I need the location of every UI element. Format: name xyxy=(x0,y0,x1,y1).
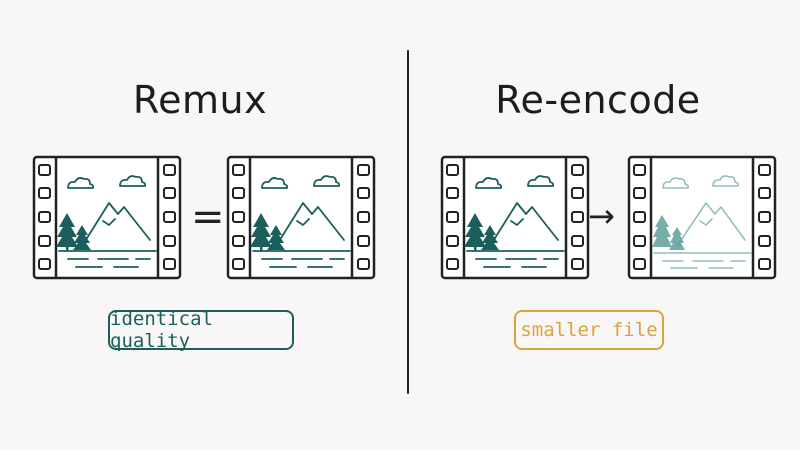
panel-divider xyxy=(407,50,409,394)
film-frame-icon xyxy=(440,155,590,280)
smaller-file-badge: smaller file xyxy=(514,310,664,350)
arrow-right-icon: → xyxy=(588,197,615,235)
equals-sign: = xyxy=(191,194,225,240)
re-encode-title: Re-encode xyxy=(495,78,701,122)
faded-film-frame-icon xyxy=(627,155,777,280)
film-frame-icon xyxy=(32,155,182,280)
remux-title: Remux xyxy=(132,78,268,122)
film-frame-icon xyxy=(226,155,376,280)
identical-quality-badge: identical quality xyxy=(108,308,294,352)
